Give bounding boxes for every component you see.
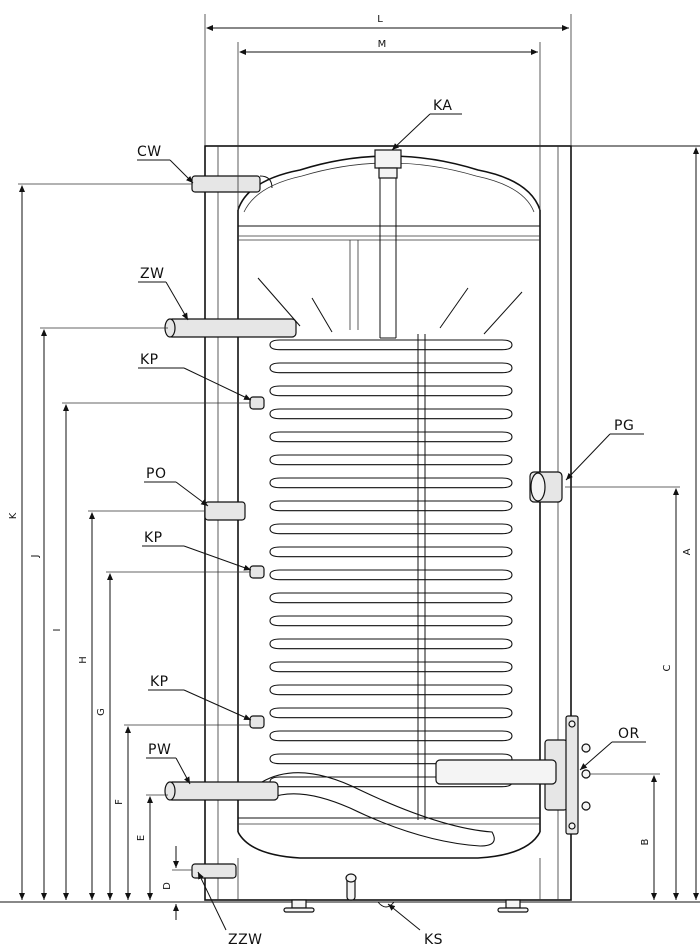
coil-turn [269,638,513,650]
kp-sensor-1 [249,396,265,410]
callout-zzw-label: ZZW [228,932,263,948]
dimension-m-label: M [378,39,387,50]
callout-ka-label: KA [433,98,453,114]
callout-kp3-label: KP [150,674,169,690]
callout-pw: PW [146,742,191,785]
callout-zw-label: ZW [140,266,164,282]
pw-pipe [164,781,279,801]
coil-turn [269,730,513,742]
dimension-j-label: J [30,555,41,559]
callout-or: OR [579,726,646,771]
coil-turn [269,615,513,627]
coil-turn [269,431,513,443]
callout-cw: CW [137,144,194,184]
or-flange [435,715,591,835]
dimension-i-label: I [52,629,63,632]
coil-turn [269,385,513,397]
cw-pipe [191,175,273,193]
callout-ks: KS [387,903,443,948]
zw-pipe [164,318,297,338]
callout-kp-1: KP [138,352,252,401]
dimension-e-label: E [136,835,147,841]
callout-kp-2: KP [142,530,252,571]
coil-turn [269,546,513,558]
callout-zw: ZW [138,266,189,321]
right-dimensions: A C B [565,147,699,900]
callout-ka: KA [391,98,462,151]
coil-turn [269,408,513,420]
dimension-l: L [204,14,572,146]
dimension-k-label: K [8,512,19,519]
coil-turn [269,707,513,719]
callout-kp2-label: KP [144,530,163,546]
coil-turn [269,339,513,351]
coil-turn [269,500,513,512]
callout-zzw: ZZW [197,871,263,948]
dimension-m: M [237,39,541,210]
kp-sensor-3 [249,715,265,729]
anode-ka [374,149,402,339]
callout-po-label: PO [146,466,166,482]
coil-supports [257,277,523,820]
coil-turn [269,362,513,374]
coil-turn [269,477,513,489]
po-pipe [204,501,246,521]
zzw-pipe [191,863,237,879]
coil-turn [269,684,513,696]
dimension-d-label: D [162,882,173,890]
callout-cw-label: CW [137,144,162,160]
callout-pw-label: PW [148,742,171,758]
coil-turn [269,592,513,604]
inner-tank [237,155,541,900]
coil-turn [269,523,513,535]
callout-po: PO [144,466,209,507]
dimension-a-label: A [682,548,693,555]
callout-pg: PG [565,418,644,481]
pg-flange [529,471,563,503]
dimension-g-label: G [96,708,107,716]
coil-turn [269,661,513,673]
callout-ks-label: KS [424,932,443,948]
dimension-b-label: B [640,838,651,845]
dimension-h-label: H [78,656,89,664]
callout-or-label: OR [618,726,640,742]
dimension-l-label: L [377,14,383,25]
left-dimensions: K J I H G F E D [8,183,250,920]
coil-turn [269,569,513,581]
dimension-c-label: C [662,664,673,671]
dimension-f-label: F [114,799,125,805]
coil-turn [269,454,513,466]
callout-pg-label: PG [614,418,634,434]
callout-kp1-label: KP [140,352,159,368]
kp-sensor-2 [249,565,265,579]
callout-kp-3: KP [148,674,252,721]
feet [283,873,529,913]
coil-return-pipe [261,772,495,847]
